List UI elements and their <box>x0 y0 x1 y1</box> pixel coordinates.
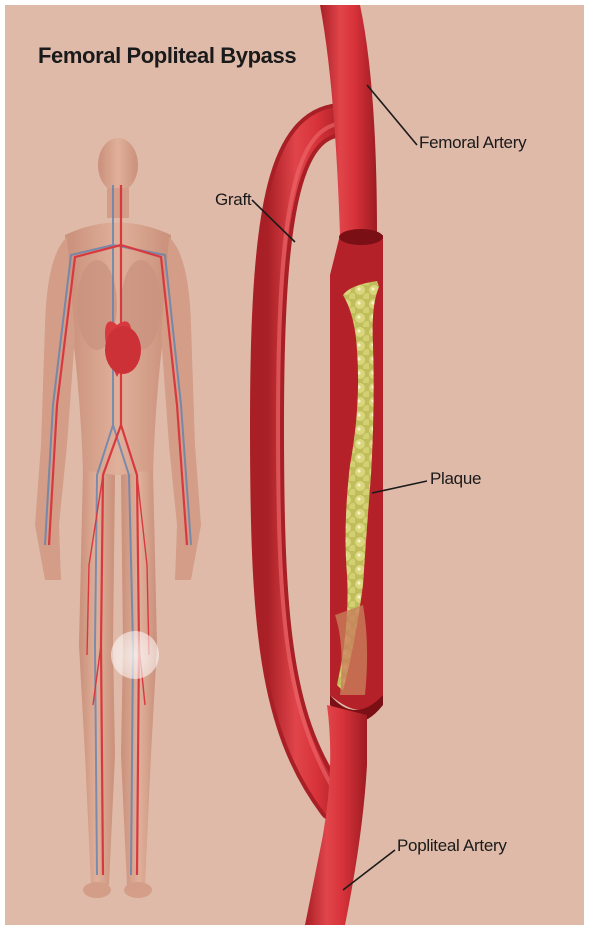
artery-illustration <box>267 5 383 925</box>
diagram-title: Femoral Popliteal Bypass <box>38 43 296 69</box>
plaque-label: Plaque <box>430 469 481 489</box>
popliteal-artery-label: Popliteal Artery <box>397 836 507 856</box>
knee-highlight-circle <box>111 631 159 679</box>
femoral-artery-label: Femoral Artery <box>419 133 526 153</box>
illustration-frame: Femoral Popliteal Bypass Femoral Artery … <box>5 5 584 925</box>
graft-label: Graft <box>215 190 251 210</box>
human-body-figure <box>35 138 201 898</box>
